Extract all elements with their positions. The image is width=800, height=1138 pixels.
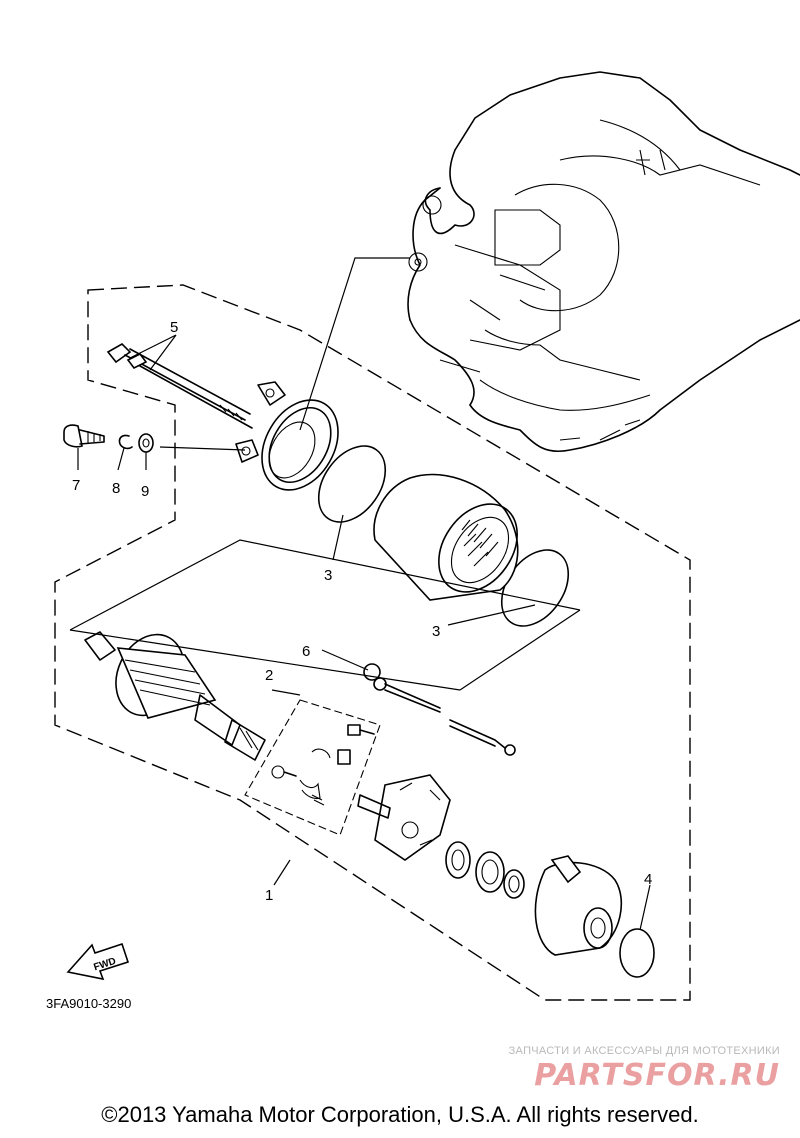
- end-cover: [534, 855, 623, 956]
- through-bolts: [106, 343, 253, 429]
- terminal-cable: [363, 663, 516, 756]
- callout-4: 4: [644, 871, 652, 888]
- callout-6: 6: [302, 643, 310, 660]
- circlip-8: [118, 434, 133, 450]
- diagram-code: 3FA9010-3290: [46, 996, 131, 1011]
- callout-3-upper: 3: [324, 567, 332, 584]
- watermark-logo: PARTSFOR.RU: [534, 1058, 780, 1093]
- o-ring-4: [619, 928, 655, 978]
- callout-1: 1: [265, 887, 273, 904]
- armature: [84, 631, 266, 761]
- bolt-7: [63, 424, 105, 448]
- callout-8: 8: [112, 480, 120, 497]
- yoke-housing: [373, 473, 519, 601]
- copyright-footer: ©2013 Yamaha Motor Corporation, U.S.A. A…: [101, 1102, 699, 1127]
- brush-set-bracket: [244, 699, 381, 836]
- callout-7: 7: [72, 477, 80, 494]
- front-cover: [235, 381, 339, 491]
- brush-holder: [357, 774, 451, 861]
- callout-9: 9: [141, 483, 149, 500]
- brush-set: [271, 724, 375, 806]
- fwd-direction-arrow: FWD: [66, 942, 130, 981]
- callout-2: 2: [265, 667, 273, 684]
- callout-5: 5: [170, 319, 178, 336]
- watermark-caption: ЗАПЧАСТИ И АКСЕССУАРЫ ДЛЯ МОТОТЕХНИКИ: [508, 1045, 780, 1057]
- engine-crankcase: [407, 71, 800, 452]
- washer-9: [138, 433, 154, 453]
- leader-lines: [69, 257, 651, 931]
- assembly-boundary: [54, 284, 691, 1001]
- o-ring-3-upper: [317, 445, 387, 523]
- bearing-set: [445, 841, 525, 899]
- callout-3-lower: 3: [432, 623, 440, 640]
